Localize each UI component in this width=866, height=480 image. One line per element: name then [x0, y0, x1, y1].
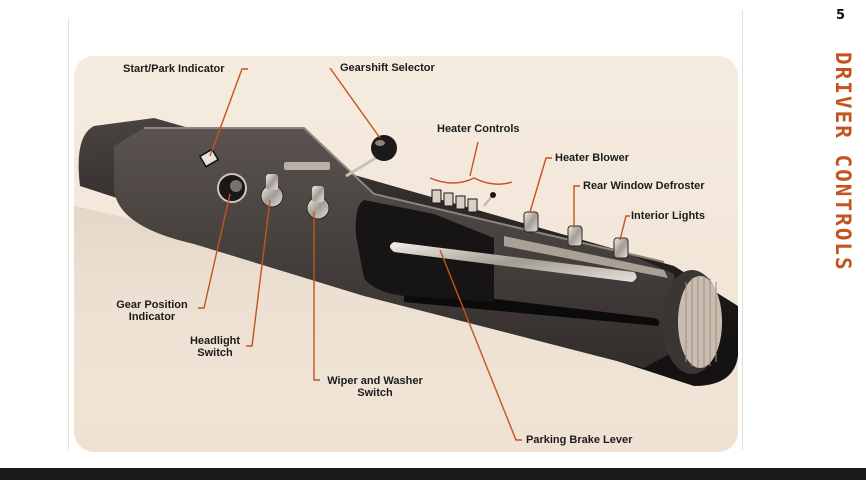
console-drawing — [74, 56, 738, 452]
label-headlight-switch: Headlight Switch — [180, 335, 250, 359]
label-start-park-indicator: Start/Park Indicator — [123, 63, 225, 75]
leader-start-park — [209, 68, 248, 157]
label-heater-controls: Heater Controls — [437, 123, 520, 135]
gearshift-knob — [371, 135, 397, 161]
label-gear-position-line1: Gear Position — [116, 299, 188, 311]
leader-headlight — [246, 199, 271, 347]
console-illustration: Start/Park Indicator Gearshift Selector … — [74, 56, 738, 452]
start-park-window — [198, 148, 220, 168]
page-margin-rule-right — [742, 10, 743, 450]
label-gearshift-selector: Gearshift Selector — [340, 62, 435, 74]
page-bottom-edge — [0, 468, 866, 480]
leader-gear-position — [198, 193, 231, 309]
label-heater-blower: Heater Blower — [555, 152, 629, 164]
parking-brake-lever-shape — [390, 242, 637, 282]
label-headlight-line1: Headlight — [189, 335, 241, 347]
label-parking-brake-lever: Parking Brake Lever — [526, 434, 633, 446]
label-wiper-washer-switch: Wiper and Washer Switch — [316, 375, 434, 399]
leader-heater-controls — [469, 141, 479, 177]
leader-interior-lights — [619, 215, 630, 241]
brace-heater — [429, 177, 513, 185]
label-interior-lights: Interior Lights — [631, 210, 705, 222]
label-wiper-line1: Wiper and Washer — [327, 375, 423, 387]
page-number: 5 — [836, 8, 846, 23]
leader-heater-blower — [529, 157, 552, 213]
rear-knobs — [523, 211, 629, 259]
label-gear-position-line2: Indicator — [128, 311, 176, 323]
page-margin-rule-left — [68, 18, 69, 450]
label-headlight-line2: Switch — [197, 347, 233, 359]
leader-rear-defroster — [573, 185, 580, 228]
leader-parking-brake — [439, 249, 522, 441]
label-wiper-line2: Switch — [357, 387, 393, 399]
label-gear-position-indicator: Gear Position Indicator — [106, 299, 198, 323]
label-rear-window-defroster: Rear Window Defroster — [583, 180, 705, 192]
leader-wiper — [313, 212, 320, 381]
leader-gearshift — [329, 67, 381, 139]
heater-keys — [431, 189, 478, 213]
section-title: DRIVER CONTROLS — [831, 52, 855, 272]
